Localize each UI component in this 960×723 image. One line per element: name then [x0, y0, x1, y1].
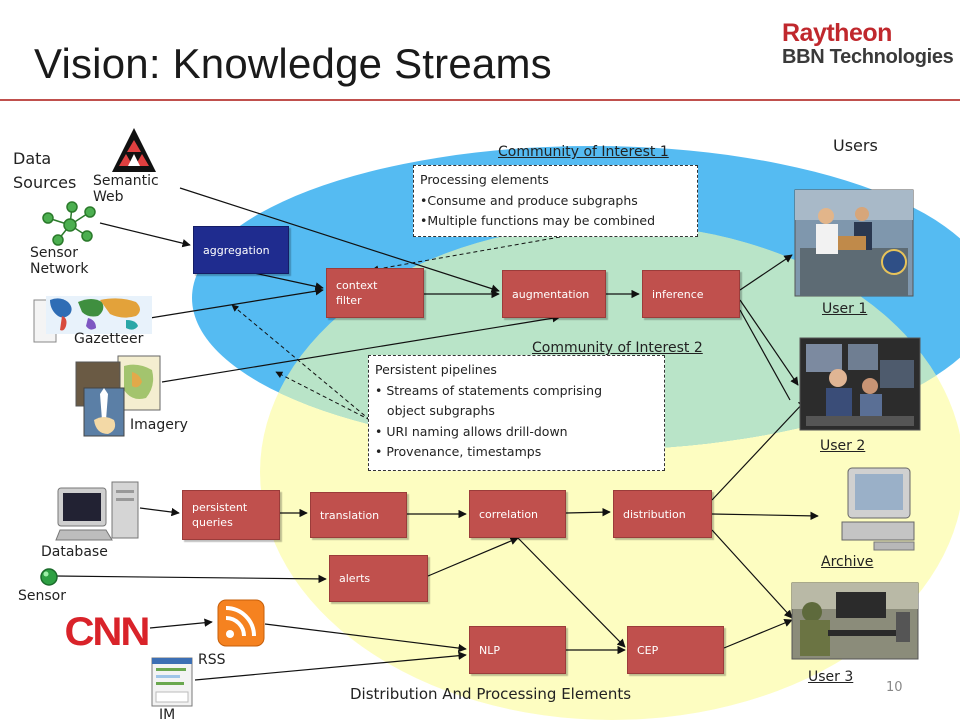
distribution-label: Distribution And Processing Elements	[350, 685, 632, 703]
edge-database-pq	[139, 507, 180, 517]
edge-correlation-distribution	[565, 507, 611, 517]
sensor-network-line1: Sensor	[30, 245, 78, 261]
edge-cep-user3	[723, 618, 793, 649]
sensor-network-label: Sensor Network	[30, 245, 88, 277]
inference-box[interactable]: inference	[642, 270, 740, 318]
edge-alerts-correlation	[427, 537, 519, 577]
processing-note-bullet2: •Multiple functions may be combined	[420, 213, 656, 228]
edge-inference-user1	[739, 254, 793, 291]
cnn-logo-icon: CNN	[64, 609, 150, 654]
context-filter-box[interactable]: context filter	[326, 268, 424, 318]
user-photo-icon	[799, 337, 921, 431]
edge-sensor-alerts	[55, 574, 327, 584]
translation-box[interactable]: translation	[310, 492, 407, 538]
pipelines-note-bullet3: • Provenance, timestamps	[375, 444, 542, 459]
alerts-box[interactable]: alerts	[329, 555, 428, 602]
data-sources-line1: Data	[13, 149, 52, 168]
rss-icon	[217, 599, 265, 647]
header-rule	[0, 99, 960, 101]
context-filter-line2: filter	[336, 294, 362, 307]
edge-distribution-archive	[711, 511, 819, 521]
coi2-label: Community of Interest 2	[532, 340, 703, 356]
edge-imagery-augmentation	[161, 314, 561, 383]
imagery-icon	[75, 355, 161, 437]
processing-note: Processing elements •Consume and produce…	[413, 165, 698, 237]
page-number: 10	[886, 680, 903, 695]
dashed-note2-box	[231, 304, 371, 421]
user1-label: User 1	[822, 301, 868, 317]
persistent-queries-line1: persistent	[192, 501, 248, 514]
dashed-note2-arrow	[275, 371, 371, 421]
context-filter-text: context filter	[336, 278, 377, 308]
distribution-box[interactable]: distribution	[613, 490, 712, 538]
edge-gazetteer-context	[149, 287, 324, 319]
data-sources-line2: Sources	[13, 173, 77, 192]
semantic-web-line2: Web	[93, 189, 124, 205]
processing-note-title: Processing elements	[420, 172, 549, 187]
persistent-queries-line2: queries	[192, 516, 233, 529]
archive-label: Archive	[821, 554, 874, 570]
edge-cnn-rss	[149, 618, 213, 629]
context-filter-line1: context	[336, 279, 378, 292]
page-title: Vision: Knowledge Streams	[34, 40, 552, 87]
im-window-icon	[151, 657, 193, 707]
user-photo-icon	[791, 582, 919, 660]
edge-inference-user3	[739, 309, 791, 401]
user-photo-icon	[794, 189, 914, 297]
coi1-label: Community of Interest 1	[498, 144, 669, 160]
correlation-box[interactable]: correlation	[469, 490, 566, 538]
edge-distribution-user2	[711, 399, 807, 501]
archive-computer-icon	[841, 467, 915, 551]
edge-inference-user2	[739, 299, 799, 386]
im-label: IM	[159, 707, 176, 723]
edge-semantic-augmentation	[179, 187, 500, 293]
semantic-web-line1: Semantic	[93, 173, 159, 189]
user3-label: User 3	[808, 669, 854, 685]
cep-box[interactable]: CEP	[627, 626, 724, 674]
processing-note-bullet1: •Consume and produce subgraphs	[420, 192, 638, 208]
world-map-icon	[33, 296, 152, 343]
users-heading: Users	[833, 136, 878, 155]
aggregation-box[interactable]: aggregation	[193, 226, 289, 274]
sensor-network-line2: Network	[30, 261, 89, 277]
gazetteer-label: Gazetteer	[74, 331, 144, 347]
edge-distribution-user3	[711, 529, 793, 619]
database-label: Database	[41, 544, 108, 560]
sensor-label: Sensor	[18, 588, 66, 604]
edge-sensornet-aggregation	[99, 222, 191, 248]
user2-label: User 2	[820, 438, 866, 454]
svg-text:CNN: CNN	[64, 609, 148, 654]
dashed-note1-context	[371, 236, 561, 273]
pipelines-note-title: Persistent pipelines	[375, 362, 497, 377]
edge-correlation-cep	[517, 537, 626, 648]
pipelines-note-bullet1b: object subgraphs	[375, 403, 495, 418]
persistent-queries-box[interactable]: persistent queries	[182, 490, 280, 540]
persistent-queries-text: persistent queries	[192, 500, 247, 530]
bbn-logo: BBN Technologies	[782, 46, 954, 68]
semantic-web-icon	[112, 128, 156, 172]
nlp-box[interactable]: NLP	[469, 626, 566, 674]
augmentation-box[interactable]: augmentation	[502, 270, 606, 318]
edge-im-nlp	[194, 651, 467, 681]
data-sources-heading: Data Sources	[13, 147, 76, 195]
raytheon-logo: Raytheon	[782, 19, 892, 47]
rss-label: RSS	[198, 652, 226, 668]
sensor-network-icon	[42, 201, 96, 246]
pipelines-note-bullet1: • Streams of statements comprising	[375, 382, 603, 398]
edge-rss-nlp	[264, 623, 467, 653]
sensor-icon	[40, 568, 58, 586]
pipelines-note: Persistent pipelines • Streams of statem…	[368, 355, 665, 471]
pipelines-note-bullet2: • URI naming allows drill-down	[375, 423, 568, 439]
semantic-web-label: Semantic Web	[93, 173, 159, 205]
database-computer-icon	[55, 481, 139, 541]
imagery-label: Imagery	[130, 417, 188, 433]
